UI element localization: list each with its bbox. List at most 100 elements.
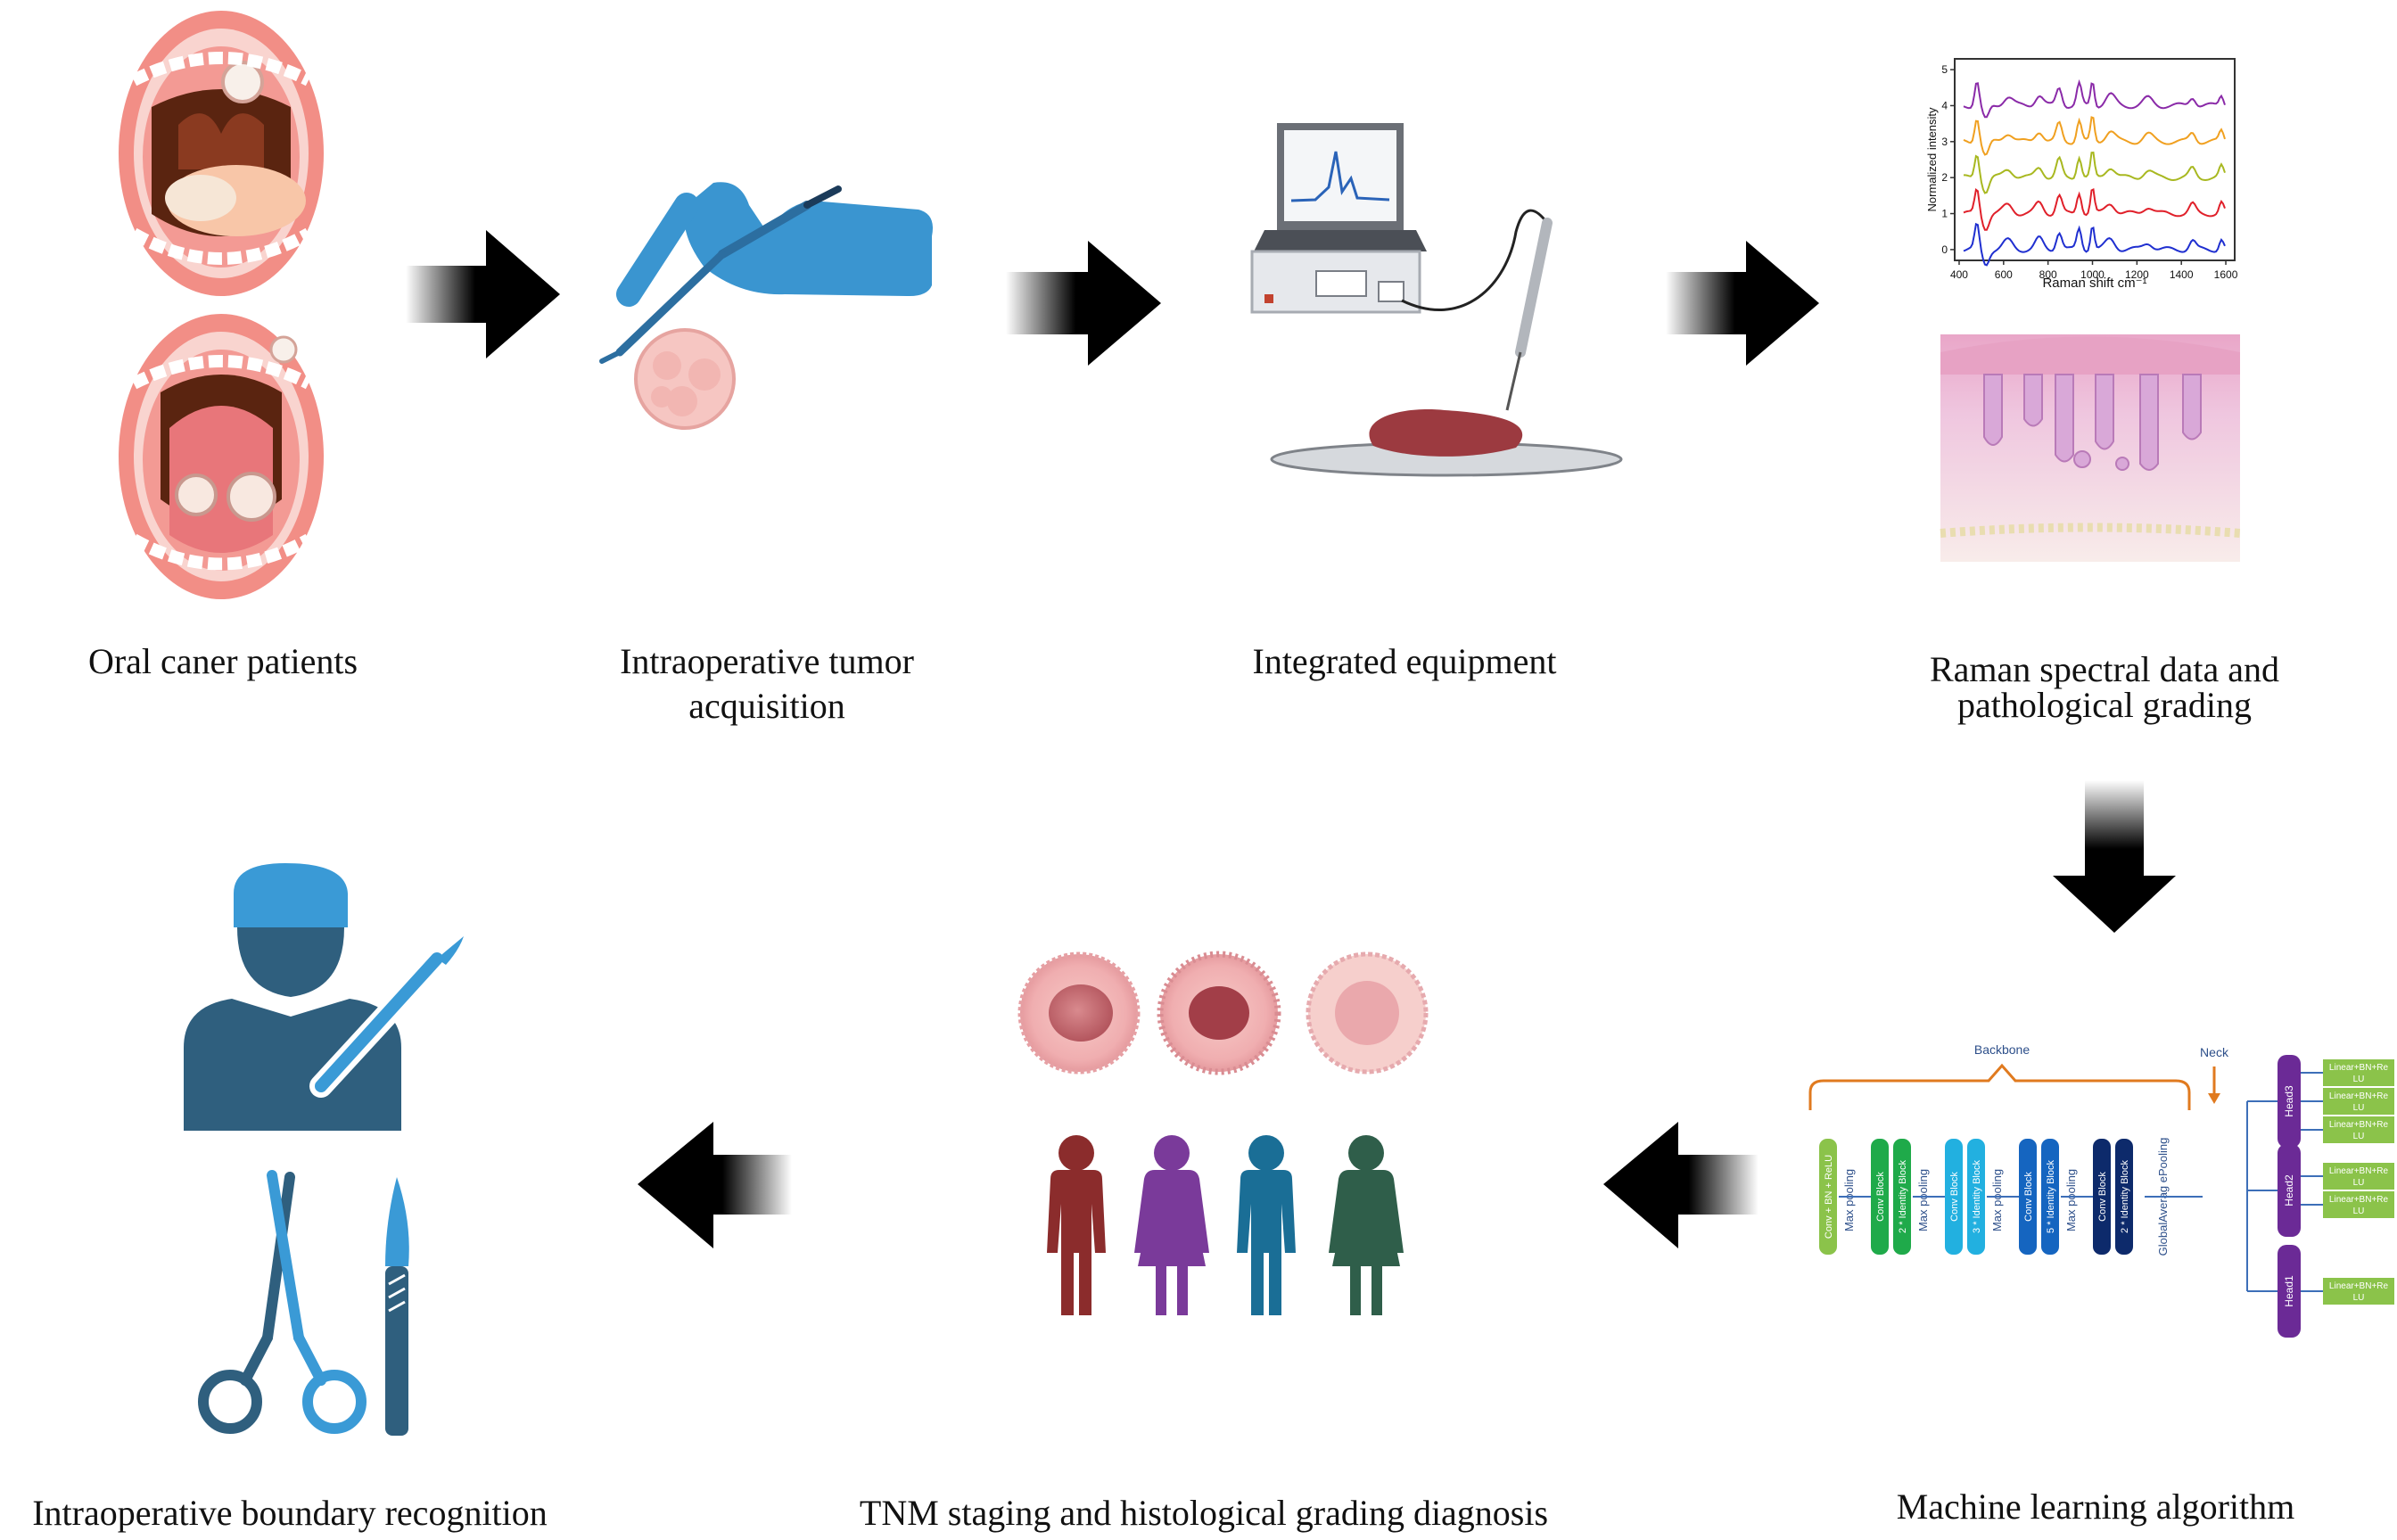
network-output-block bbox=[2323, 1278, 2394, 1305]
arrow-2 bbox=[1006, 241, 1161, 366]
chart-x-tick-label: 1000 bbox=[2080, 268, 2105, 281]
chart-x-tick-label: 1200 bbox=[2125, 268, 2149, 281]
chart-y-tick-label: 3 bbox=[1941, 136, 1948, 148]
network-block-label: Conv Block bbox=[1875, 1172, 1886, 1222]
network-pooling-label: Max pooling bbox=[1842, 1169, 1856, 1231]
cell-illustration-2 bbox=[1157, 951, 1281, 1075]
network-block-label: Conv + BN + ReLU bbox=[1824, 1155, 1834, 1239]
network-block-label: 2 * Identity Block bbox=[1898, 1160, 1908, 1233]
chart-series-group bbox=[1963, 78, 2226, 267]
network-output-block bbox=[2323, 1116, 2394, 1143]
chart-y-tick-label: 4 bbox=[1941, 99, 1948, 111]
network-block bbox=[1893, 1139, 1911, 1255]
label-tumor-acquisition-line1: Intraoperative tumor bbox=[620, 641, 914, 681]
network-head-label: Head1 bbox=[2283, 1275, 2295, 1307]
mouth-illustration-top bbox=[119, 11, 324, 296]
network-output-label: Linear+BN+Re bbox=[2329, 1063, 2389, 1073]
network-head-label: Head3 bbox=[2283, 1085, 2295, 1117]
arrow-3 bbox=[1666, 241, 1819, 366]
network-output-label: Linear+BN+Re bbox=[2329, 1166, 2389, 1176]
network-block bbox=[1819, 1139, 1837, 1255]
network-output-label: Linear+BN+Re bbox=[2329, 1120, 2389, 1130]
person-icon-red bbox=[1047, 1135, 1106, 1315]
arrow-1 bbox=[406, 230, 560, 358]
label-raman-line2: pathological grading bbox=[1957, 685, 2252, 725]
network-block-label: Conv Block bbox=[2023, 1172, 2034, 1222]
scalpel-icon bbox=[385, 1177, 409, 1436]
chart-x-tick-label: 800 bbox=[2039, 268, 2057, 281]
label-integrated-equipment: Integrated equipment bbox=[1252, 641, 1557, 681]
cell-illustration-3 bbox=[1306, 951, 1429, 1075]
network-output-label: LU bbox=[2353, 1178, 2365, 1188]
mouth-illustration-bottom bbox=[119, 314, 324, 599]
label-boundary-recognition: Intraoperative boundary recognition bbox=[32, 1493, 548, 1533]
label-tumor-acquisition: Intraoperative tumor acquisition bbox=[571, 639, 963, 729]
network-pooling-label: Max pooling bbox=[2064, 1169, 2078, 1231]
person-icon-purple bbox=[1134, 1135, 1209, 1315]
network-block-label: Conv Block bbox=[2097, 1172, 2108, 1222]
label-oral-patients: Oral caner patients bbox=[87, 641, 358, 681]
chart-series-line bbox=[1963, 222, 2226, 267]
network-block-label: Conv Block bbox=[1949, 1172, 1960, 1222]
person-icon-blue bbox=[1237, 1135, 1296, 1315]
arrow-down bbox=[2053, 780, 2176, 933]
scissors-icon bbox=[198, 1170, 367, 1434]
network-head bbox=[2278, 1144, 2301, 1237]
label-tumor-acquisition-line2: acquisition bbox=[688, 686, 845, 726]
chart-series-line bbox=[1963, 188, 2226, 231]
tissue-histology-illustration bbox=[1940, 334, 2241, 562]
arrow-left-2 bbox=[638, 1122, 792, 1248]
network-output-label: Linear+BN+Re bbox=[2329, 1195, 2389, 1205]
chart-y-tick-label: 5 bbox=[1941, 63, 1948, 76]
network-output-block bbox=[2323, 1088, 2394, 1115]
chart-series-line bbox=[1964, 152, 2226, 194]
label-machine-learning: Machine learning algorithm bbox=[1896, 1486, 2295, 1527]
label-raman: Raman spectral data and pathological gra… bbox=[1864, 647, 2345, 728]
gloved-hand-scalpel-illustration bbox=[599, 182, 933, 430]
network-block bbox=[2019, 1139, 2037, 1255]
network-output-label: LU bbox=[2353, 1132, 2365, 1141]
label-tnm-staging: TNM staging and histological grading dia… bbox=[859, 1493, 1549, 1533]
surgeon-icon bbox=[184, 863, 466, 1131]
chart-y-tick-label: 2 bbox=[1941, 171, 1948, 184]
chart-series-line bbox=[1963, 116, 2226, 156]
network-block-label: 3 * Identity Block bbox=[1972, 1160, 1982, 1233]
network-output-block bbox=[2323, 1163, 2394, 1190]
label-raman-line1: Raman spectral data and bbox=[1929, 649, 2280, 689]
network-output-label: LU bbox=[2353, 1293, 2365, 1303]
network-output-label: LU bbox=[2353, 1206, 2365, 1216]
network-output-label: LU bbox=[2353, 1103, 2365, 1113]
heads-group: Head3Linear+BN+ReLULinear+BN+ReLULinear+… bbox=[2246, 1055, 2394, 1338]
chart-x-tick-label: 1400 bbox=[2170, 268, 2194, 281]
network-architecture: Backbone Neck Conv + BN + ReLU Max poolin… bbox=[1808, 1042, 2394, 1338]
network-pooling-label: Max pooling bbox=[1916, 1169, 1930, 1231]
network-block bbox=[1967, 1139, 1985, 1255]
backbone-label: Backbone bbox=[1974, 1042, 2030, 1057]
network-block bbox=[2093, 1139, 2111, 1255]
person-icon-green bbox=[1329, 1135, 1404, 1315]
network-block-label: 5 * Identity Block bbox=[2046, 1160, 2056, 1233]
chart-y-tick-label: 1 bbox=[1941, 208, 1948, 220]
equipment-illustration bbox=[1250, 123, 1623, 477]
chart-frame bbox=[1954, 58, 2236, 261]
neck-label: Neck bbox=[2200, 1045, 2229, 1059]
chart-series-line bbox=[1963, 78, 2226, 119]
network-block bbox=[2041, 1139, 2059, 1255]
network-output-label: LU bbox=[2353, 1075, 2365, 1084]
network-output-label: Linear+BN+Re bbox=[2329, 1281, 2389, 1291]
network-block-label: 2 * Identity Block bbox=[2120, 1160, 2130, 1233]
network-output-label: Linear+BN+Re bbox=[2329, 1091, 2389, 1101]
network-output-block bbox=[2323, 1191, 2394, 1218]
network-pooling-label: Max pooling bbox=[1990, 1169, 2004, 1231]
network-head bbox=[2278, 1245, 2301, 1338]
backbone-blocks: Conv + BN + ReLU Max pooling Conv Block 2 *… bbox=[1819, 1138, 2203, 1256]
chart-y-label: Normalized intensity bbox=[1925, 107, 1939, 212]
network-head-label: Head2 bbox=[2283, 1174, 2295, 1206]
chart-x-label: Raman shift cm⁻¹ bbox=[2042, 276, 2146, 291]
cell-illustration-1 bbox=[1017, 951, 1141, 1075]
network-output-block bbox=[2323, 1059, 2394, 1086]
